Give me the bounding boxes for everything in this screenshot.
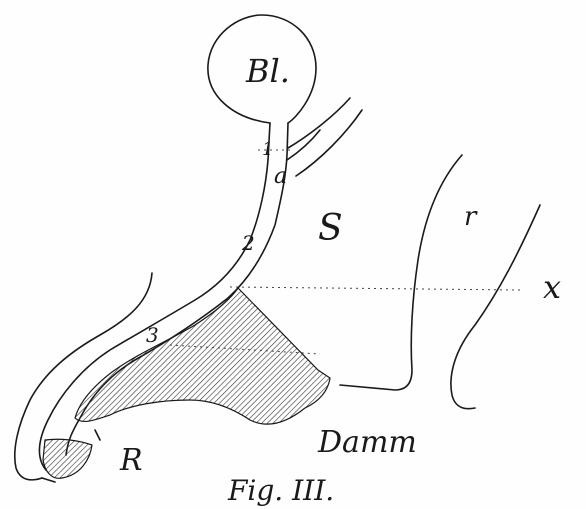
meatus-line [42,478,55,482]
perineum-hatched-area [75,288,330,424]
dotted-line-x [230,287,520,290]
figure-caption: Fig. III. [227,474,334,507]
label-point-2: 2 [241,231,255,255]
label-point-a: a [274,164,287,189]
label-bladder: Bl. [245,52,290,90]
label-perineum: Damm [317,425,417,460]
label-rectum: R [119,443,143,478]
duct-upper [288,98,350,148]
label-line-x: x [543,268,561,306]
duct-lower [296,110,362,176]
rectum-wall-outer [451,205,540,409]
glans-tick [95,430,100,440]
symphysis-contour [340,155,462,390]
label-symphysis: S [318,208,343,249]
glans-hatched-tip [43,439,92,478]
label-point-1: 1 [262,139,273,160]
label-rectum-wall: r [464,202,478,232]
label-point-3: 3 [146,323,159,347]
